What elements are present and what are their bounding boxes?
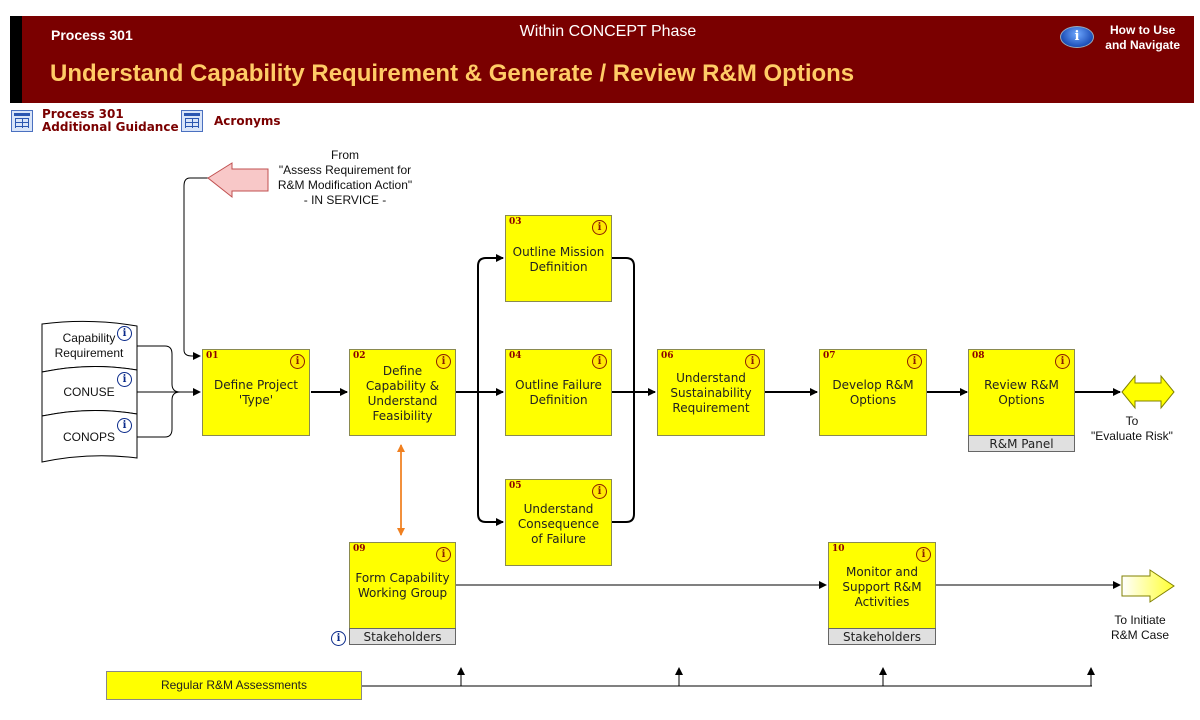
regular-assessments-box[interactable]: Regular R&M Assessments bbox=[106, 671, 362, 700]
input-label: Capability bbox=[62, 331, 116, 345]
info-icon[interactable]: i bbox=[331, 631, 346, 646]
step-label: Define Project'Type' bbox=[213, 378, 299, 407]
how-to-use-line1: How to Use bbox=[1109, 23, 1176, 37]
info-icon[interactable]: i bbox=[592, 354, 607, 369]
phase-label: Within CONCEPT Phase bbox=[519, 23, 697, 40]
how-to-use-line2: and Navigate bbox=[1105, 38, 1180, 52]
to-evaluate-risk-arrow bbox=[1121, 374, 1175, 410]
input-documents bbox=[41, 320, 138, 463]
to-initiate-label[interactable]: To Initiate R&M Case bbox=[1090, 613, 1190, 643]
step-number: 10 bbox=[832, 544, 845, 554]
stakeholders-label[interactable]: Stakeholders bbox=[349, 628, 456, 645]
info-icon[interactable]: i bbox=[117, 326, 132, 341]
additional-guidance-link[interactable]: Process 301 Additional Guidance bbox=[42, 108, 179, 134]
table-icon[interactable] bbox=[11, 110, 33, 132]
guidance-line1: Process 301 bbox=[42, 107, 124, 121]
acronyms-link[interactable]: Acronyms bbox=[214, 114, 281, 128]
info-icon[interactable]: i bbox=[1055, 354, 1070, 369]
process-label: Process 301 bbox=[51, 27, 133, 43]
step-number: 08 bbox=[972, 351, 985, 361]
step-number: 07 bbox=[823, 351, 836, 361]
exit-label-line: To Initiate bbox=[1114, 613, 1166, 627]
step-number: 06 bbox=[661, 351, 674, 361]
step-number: 03 bbox=[509, 217, 522, 227]
to-evaluate-risk-label[interactable]: To "Evaluate Risk" bbox=[1082, 414, 1182, 444]
exit-label-line: "Evaluate Risk" bbox=[1091, 429, 1173, 443]
step-number: 02 bbox=[353, 351, 366, 361]
info-icon[interactable]: i bbox=[117, 372, 132, 387]
stakeholders-label[interactable]: Stakeholders bbox=[828, 628, 936, 645]
input-label: Requirement bbox=[54, 346, 124, 360]
info-icon[interactable]: i bbox=[290, 354, 305, 369]
from-in-service-note: From "Assess Requirement for R&M Modific… bbox=[262, 148, 428, 208]
page-title: Understand Capability Requirement & Gene… bbox=[50, 60, 855, 87]
info-icon[interactable]: i bbox=[1060, 26, 1094, 48]
input-conops[interactable]: CONOPS bbox=[62, 430, 115, 444]
from-note-line: From bbox=[331, 148, 359, 162]
header-banner: Process 301 Within CONCEPT Phase Underst… bbox=[10, 16, 1194, 103]
info-icon[interactable]: i bbox=[592, 484, 607, 499]
step-number: 09 bbox=[353, 544, 366, 554]
step-number: 01 bbox=[206, 351, 219, 361]
info-icon[interactable]: i bbox=[436, 547, 451, 562]
info-icon[interactable]: i bbox=[436, 354, 451, 369]
info-icon[interactable]: i bbox=[907, 354, 922, 369]
from-note-line: - IN SERVICE - bbox=[303, 193, 387, 207]
exit-label-line: To bbox=[1125, 414, 1139, 428]
step-number: 04 bbox=[509, 351, 522, 361]
from-note-line: R&M Modification Action" bbox=[277, 178, 413, 192]
from-note-line: "Assess Requirement for bbox=[278, 163, 412, 177]
from-in-service-arrow bbox=[207, 162, 269, 199]
info-icon[interactable]: i bbox=[592, 220, 607, 235]
step-01[interactable]: 01 i Define Project'Type' bbox=[202, 349, 310, 436]
guidance-line2: Additional Guidance bbox=[42, 120, 179, 134]
info-icon[interactable]: i bbox=[745, 354, 760, 369]
info-icon[interactable]: i bbox=[117, 418, 132, 433]
how-to-use-link[interactable]: How to Use and Navigate bbox=[1105, 23, 1180, 53]
step-number: 05 bbox=[509, 481, 522, 491]
table-icon[interactable] bbox=[181, 110, 203, 132]
rm-panel-label[interactable]: R&M Panel bbox=[968, 435, 1075, 452]
info-icon[interactable]: i bbox=[916, 547, 931, 562]
input-capability-requirement[interactable]: Capability Requirement bbox=[44, 331, 134, 361]
input-conuse[interactable]: CONUSE bbox=[63, 385, 115, 399]
to-initiate-arrow bbox=[1121, 569, 1175, 603]
exit-label-line: R&M Case bbox=[1110, 628, 1169, 642]
